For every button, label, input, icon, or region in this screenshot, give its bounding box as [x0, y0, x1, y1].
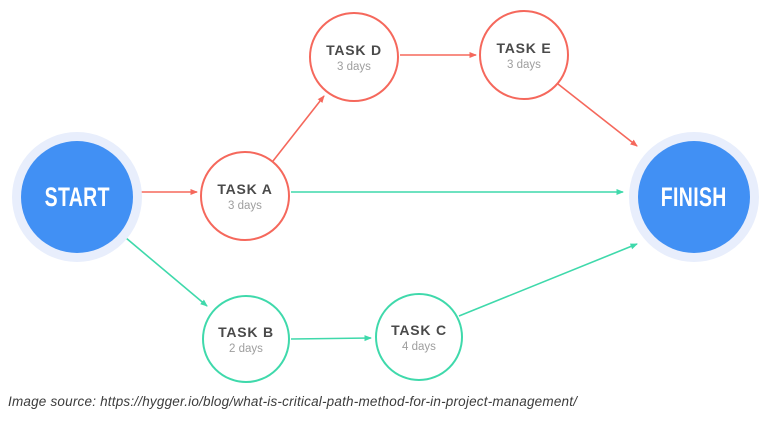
- edge-task-e-to-finish: [557, 83, 638, 147]
- edge-start-to-task-b: [125, 237, 208, 307]
- task-d-duration: 3 days: [337, 60, 371, 73]
- node-task-b: TASK B 2 days: [202, 295, 290, 383]
- start-label: START: [44, 181, 110, 212]
- task-b-label: TASK B: [218, 323, 274, 340]
- node-task-d: TASK D 3 days: [309, 12, 399, 102]
- image-source-caption: Image source: https://hygger.io/blog/wha…: [8, 394, 578, 409]
- task-e-label: TASK E: [496, 39, 552, 56]
- finish-label: FINISH: [661, 181, 727, 212]
- task-b-duration: 2 days: [229, 342, 263, 355]
- node-task-e: TASK E 3 days: [479, 10, 569, 100]
- task-a-label: TASK A: [217, 180, 273, 197]
- task-e-duration: 3 days: [507, 58, 541, 71]
- edge-task-c-to-finish: [458, 243, 638, 317]
- edge-task-b-to-task-c: [290, 335, 372, 342]
- task-a-duration: 3 days: [228, 199, 262, 212]
- node-task-a: TASK A 3 days: [200, 151, 290, 241]
- edge-task-a-to-task-d: [272, 95, 325, 162]
- task-c-duration: 4 days: [402, 340, 436, 353]
- node-finish: FINISH: [638, 141, 750, 253]
- node-task-c: TASK C 4 days: [375, 293, 463, 381]
- node-start: START: [21, 141, 133, 253]
- task-c-label: TASK C: [391, 321, 447, 338]
- task-d-label: TASK D: [326, 41, 382, 58]
